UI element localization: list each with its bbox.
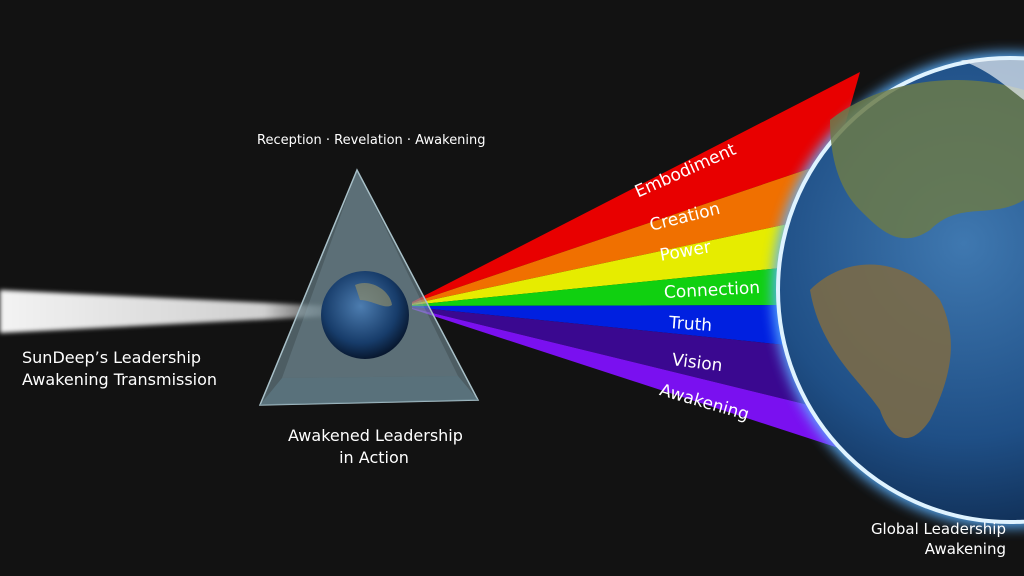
- prism-label-line-1: Awakened Leadership: [288, 426, 463, 445]
- ray-label-truth: Truth: [668, 313, 713, 336]
- prism-label-line-2: in Action: [339, 448, 409, 467]
- spectrum-rays: [412, 72, 900, 468]
- ray-embodiment: [412, 72, 860, 303]
- ray-power: [412, 215, 840, 305]
- global-earth: [772, 52, 1024, 528]
- ray-awakening: [412, 308, 900, 468]
- prism-label: Awakened Leadership in Action: [288, 425, 463, 469]
- prism-earth: [321, 271, 409, 359]
- source-label-line-2: Awakening Transmission: [22, 370, 218, 389]
- source-beam: [0, 290, 330, 333]
- ray-connection: [412, 262, 842, 306]
- destination-label-line-1: Global Leadership: [870, 520, 1006, 538]
- destination-label-line-2: Awakening: [924, 540, 1006, 558]
- ray-truth: [412, 305, 842, 350]
- prism: [258, 168, 480, 406]
- top-caption: Reception · Revelation · Awakening: [257, 133, 486, 148]
- destination-label: Global Leadership Awakening: [871, 519, 1006, 559]
- ray-vision: [412, 307, 870, 420]
- source-label: SunDeep’s Leadership Awakening Transmiss…: [22, 347, 217, 391]
- source-label-line-1: SunDeep’s Leadership: [22, 348, 202, 367]
- ray-creation: [412, 160, 835, 304]
